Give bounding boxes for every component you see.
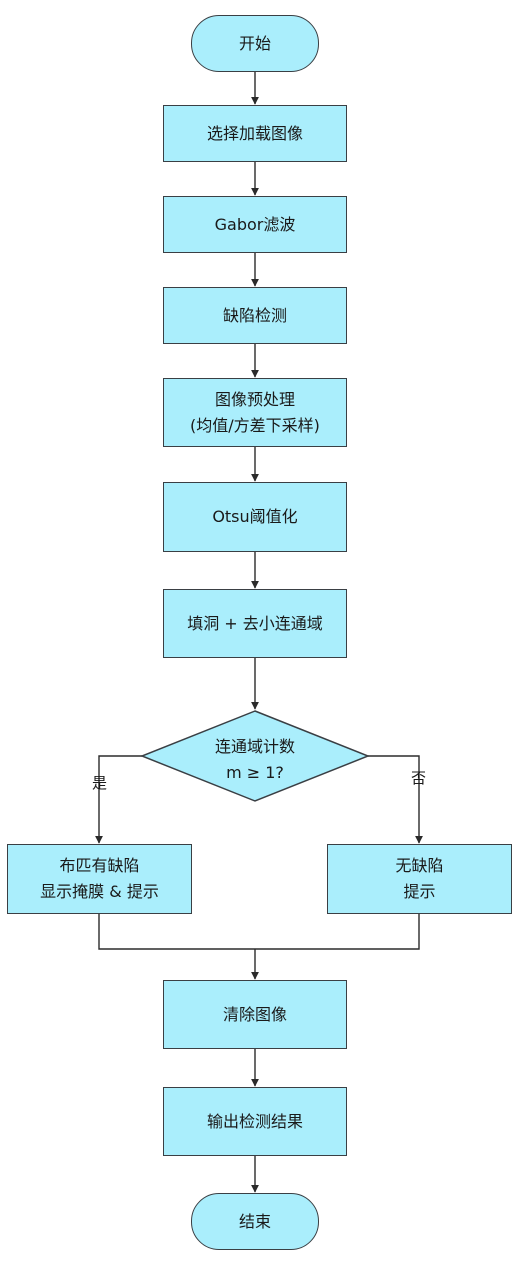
load-image-node: 选择加载图像 (163, 105, 347, 162)
output-result-node: 输出检测结果 (163, 1087, 347, 1156)
load-image-label: 选择加载图像 (206, 123, 303, 143)
decision-label-line2: m ≥ 1? (226, 763, 284, 782)
merge-line-left (98, 914, 255, 950)
gabor-filter-node: Gabor滤波 (163, 196, 347, 253)
clear-image-node: 清除图像 (163, 980, 347, 1049)
end-label: 结束 (238, 1211, 271, 1231)
defect-found-node: 布匹有缺陷 显示掩膜 & 提示 (7, 844, 192, 914)
no-defect-node: 无缺陷 提示 (327, 844, 512, 914)
end-node: 结束 (191, 1193, 319, 1250)
output-result-label: 输出检测结果 (206, 1111, 303, 1131)
otsu-label: Otsu阈值化 (212, 507, 298, 526)
defect-found-label-line1: 布匹有缺陷 (59, 856, 140, 875)
start-node: 开始 (191, 15, 319, 72)
decision-text: 连通域计数 m ≥ 1? (142, 734, 368, 786)
decision-label-line1: 连通域计数 (214, 737, 295, 756)
defect-found-label-line2: 显示掩膜 & 提示 (40, 882, 159, 901)
arrow-decision-no (368, 755, 423, 844)
gabor-filter-label: Gabor滤波 (214, 214, 296, 234)
merge-line-right (255, 914, 420, 950)
preprocess-label-line1: 图像预处理 (214, 389, 295, 409)
decision-diamond (139, 710, 371, 802)
defect-detect-node: 缺陷检测 (163, 287, 347, 344)
fill-holes-node: 填洞 + 去小连通域 (163, 589, 347, 658)
arrow-decision-yes (95, 755, 142, 844)
yes-branch-label: 是 (92, 774, 108, 792)
preprocess-label-line2: (均值/方差下采样) (190, 415, 320, 435)
fill-holes-label: 填洞 + 去小连通域 (187, 613, 323, 633)
start-label: 开始 (238, 33, 271, 53)
clear-image-label: 清除图像 (222, 1004, 287, 1024)
no-branch-label: 否 (411, 769, 427, 787)
otsu-node: Otsu阈值化 (163, 482, 347, 552)
no-defect-label-line1: 无缺陷 (395, 856, 444, 875)
no-defect-label-line2: 提示 (403, 882, 436, 901)
defect-detect-label: 缺陷检测 (222, 305, 287, 325)
preprocess-node: 图像预处理 (均值/方差下采样) (163, 378, 347, 447)
